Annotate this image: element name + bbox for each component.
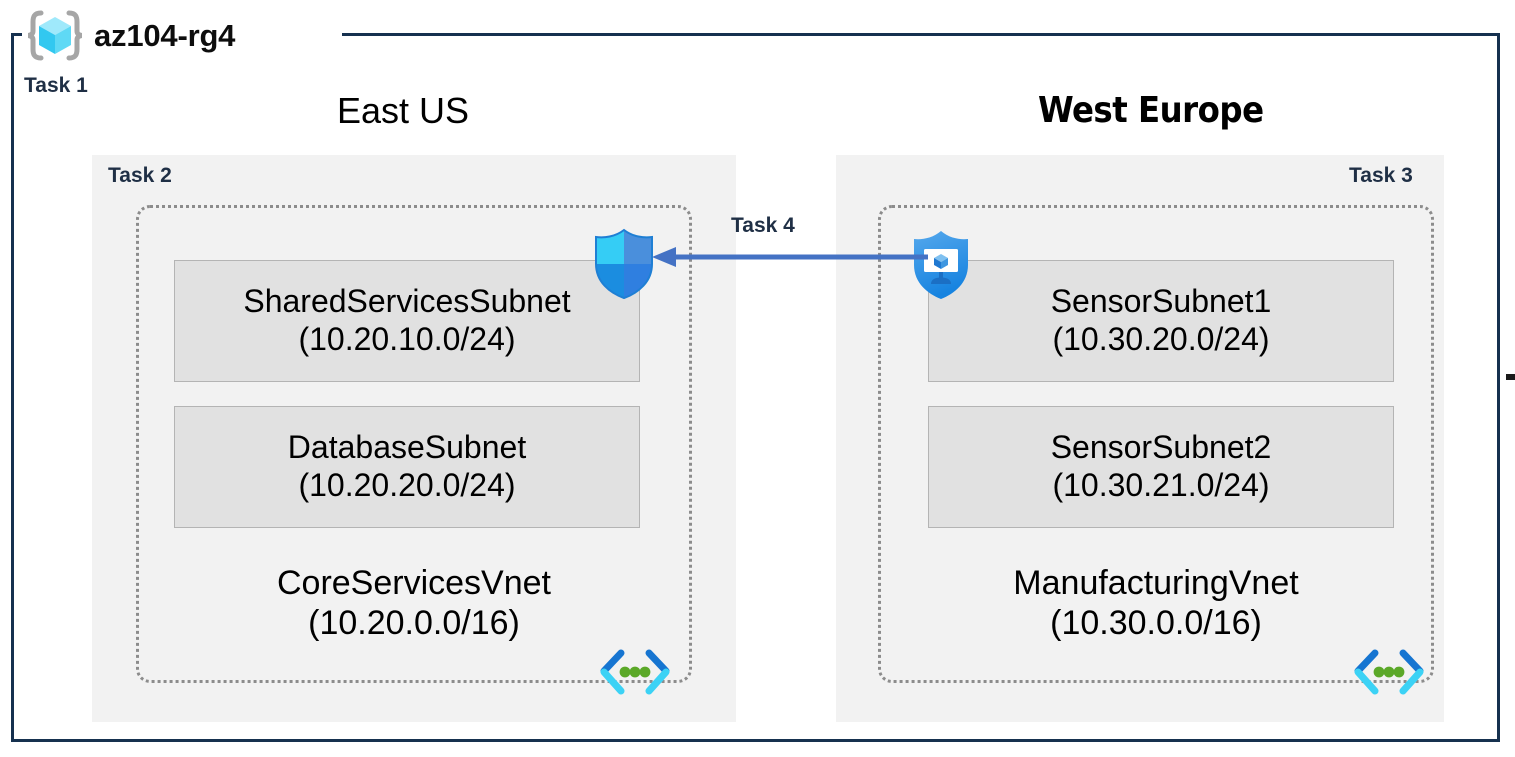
subnet-sensor-2: SensorSubnet2 (10.30.21.0/24) — [928, 406, 1394, 528]
vnet-brackets-icon — [1352, 648, 1426, 696]
shield-quadrant-icon — [591, 228, 657, 300]
subnet-name: DatabaseSubnet — [287, 429, 527, 466]
task-4-label: Task 4 — [731, 214, 795, 237]
subnet-sensor-1: SensorSubnet1 (10.30.20.0/24) — [928, 260, 1394, 382]
region-title-east-us: East US — [337, 90, 470, 131]
subnet-cidr: (10.20.20.0/24) — [298, 467, 516, 503]
subnet-cidr: (10.30.21.0/24) — [1052, 467, 1270, 503]
subnet-database: DatabaseSubnet (10.20.20.0/24) — [174, 406, 640, 528]
vnet-brackets-icon — [598, 648, 672, 696]
vnet-cidr: (10.20.0.0/16) — [308, 604, 520, 643]
region-title-west-europe: West Europe — [1038, 90, 1264, 131]
task-2-label: Task 2 — [108, 164, 172, 187]
resource-group-title: az104-rg4 — [94, 18, 236, 53]
subnet-name: SharedServicesSubnet — [243, 283, 571, 320]
vnet-cidr: (10.30.0.0/16) — [1050, 604, 1262, 643]
subnet-shared-services: SharedServicesSubnet (10.20.10.0/24) — [174, 260, 640, 382]
resource-group-header: az104-rg4 — [24, 8, 235, 64]
subnet-name: SensorSubnet2 — [1050, 429, 1272, 466]
vnet-name: ManufacturingVnet — [1013, 564, 1299, 602]
shield-bastion-icon — [908, 228, 974, 302]
task-3-label: Task 3 — [1349, 164, 1413, 187]
resource-group-frame — [11, 33, 1500, 742]
vnet-caption-manufacturing: ManufacturingVnet (10.30.0.0/16) — [878, 563, 1434, 643]
vnet-caption-core-services: CoreServicesVnet (10.20.0.0/16) — [136, 563, 692, 643]
arrow-left-icon — [652, 240, 928, 274]
subnet-cidr: (10.30.20.0/24) — [1052, 321, 1270, 357]
vnet-name: CoreServicesVnet — [276, 564, 551, 602]
subnet-cidr: (10.20.10.0/24) — [298, 321, 516, 357]
resource-group-cube-icon — [24, 8, 86, 64]
subnet-name: SensorSubnet1 — [1050, 283, 1272, 320]
vnet-box-manufacturing — [878, 205, 1434, 683]
task-1-label: Task 1 — [24, 74, 88, 97]
vnet-box-core-services — [136, 205, 692, 683]
edge-tick-mark — [1506, 374, 1515, 380]
